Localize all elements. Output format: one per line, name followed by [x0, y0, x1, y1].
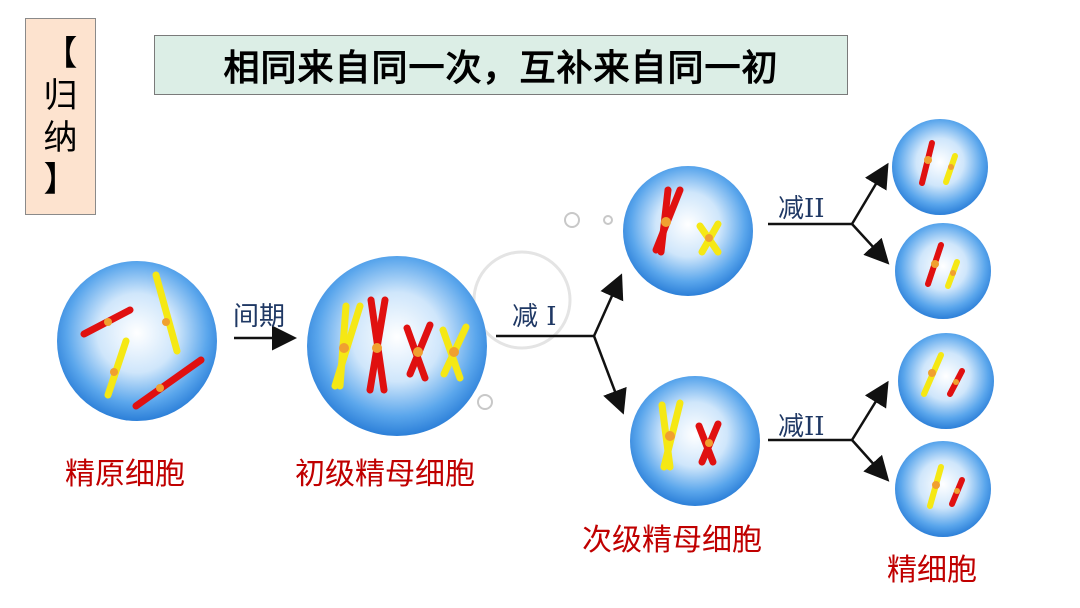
title-box: 相同来自同一次，互补来自同一初: [154, 35, 848, 95]
label-interphase: 间期: [233, 302, 286, 332]
centromere: [156, 384, 164, 392]
bubble-1: [564, 212, 580, 228]
cell-sperm-4: [895, 441, 991, 537]
bubble-2: [603, 215, 613, 225]
centromere: [110, 368, 118, 376]
label-meiosis-2-bottom: 减II: [778, 412, 825, 442]
summary-tag: 【 归 纳 】: [25, 18, 96, 215]
branch-arrow-icon: [768, 162, 890, 265]
cell-sperm-2: [895, 223, 991, 319]
branch-arrow-icon: [768, 380, 890, 482]
label-sperm-cell: 精细胞: [887, 553, 977, 588]
summary-char-1: 归: [43, 75, 78, 116]
cell-secondary-top: [623, 166, 753, 296]
cell-spermatogonium: [57, 261, 217, 421]
centromere: [162, 318, 170, 326]
label-meiosis-2-top: 减II: [778, 194, 825, 224]
cell-primary-spermatocyte: [307, 256, 487, 436]
cell-sperm-3: [898, 333, 994, 429]
title-text: 相同来自同一次，互补来自同一初: [223, 48, 779, 89]
bubble-3: [477, 394, 493, 410]
chromosome: [152, 271, 181, 355]
bracket-close: 】: [43, 159, 78, 200]
centromere: [104, 318, 112, 326]
label-primary-spermatocyte: 初级精母细胞: [295, 457, 475, 492]
summary-char-2: 纳: [43, 117, 78, 158]
bracket-open: 【: [43, 33, 78, 74]
chromosome: [132, 356, 205, 410]
label-meiosis-1: 减 I: [512, 302, 557, 332]
cell-sperm-1: [892, 119, 988, 215]
label-spermatogonium: 精原细胞: [65, 457, 185, 492]
label-secondary-spermatocyte: 次级精母细胞: [582, 523, 762, 558]
branch-arrow-icon: [496, 273, 627, 415]
cell-secondary-bottom: [630, 376, 760, 506]
chromosome: [104, 337, 130, 399]
